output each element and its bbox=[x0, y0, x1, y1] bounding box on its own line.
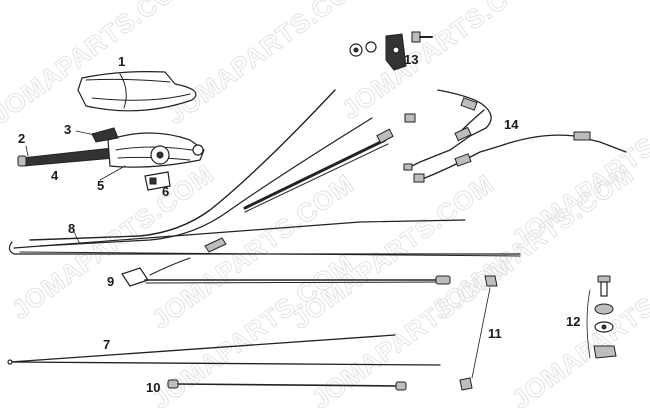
part-14-cable bbox=[403, 89, 627, 183]
callout-13: 13 bbox=[404, 52, 418, 67]
callout-10: 10 bbox=[146, 380, 160, 395]
watermark: JOMAPARTS.COM bbox=[506, 248, 650, 410]
callout-1: 1 bbox=[118, 54, 125, 69]
part-10-rod bbox=[167, 379, 407, 391]
leader-lines bbox=[25, 130, 126, 245]
callout-3: 3 bbox=[64, 122, 71, 137]
callout-11: 11 bbox=[488, 326, 502, 341]
callout-8: 8 bbox=[68, 221, 75, 236]
callout-9: 9 bbox=[107, 274, 114, 289]
part-7-rod bbox=[7, 334, 441, 366]
callout-2: 2 bbox=[18, 131, 25, 146]
callout-5: 5 bbox=[97, 178, 104, 193]
watermark: JOMAPARTS.COM bbox=[336, 0, 550, 125]
part-handbrake-lever bbox=[17, 127, 205, 191]
part-9-rod bbox=[121, 257, 451, 287]
part-1-boot bbox=[77, 71, 197, 112]
part-13-hardware bbox=[349, 31, 433, 71]
callout-12: 12 bbox=[566, 314, 580, 329]
part-11-bushings bbox=[459, 275, 498, 391]
watermark: JOMAPARTS.COM bbox=[506, 88, 650, 255]
callout-7: 7 bbox=[103, 337, 110, 352]
part-8-cables bbox=[8, 89, 521, 257]
callout-6: 6 bbox=[162, 184, 169, 199]
callout-14: 14 bbox=[504, 117, 519, 132]
callout-4: 4 bbox=[51, 168, 59, 183]
part-12-hardware bbox=[586, 275, 617, 359]
